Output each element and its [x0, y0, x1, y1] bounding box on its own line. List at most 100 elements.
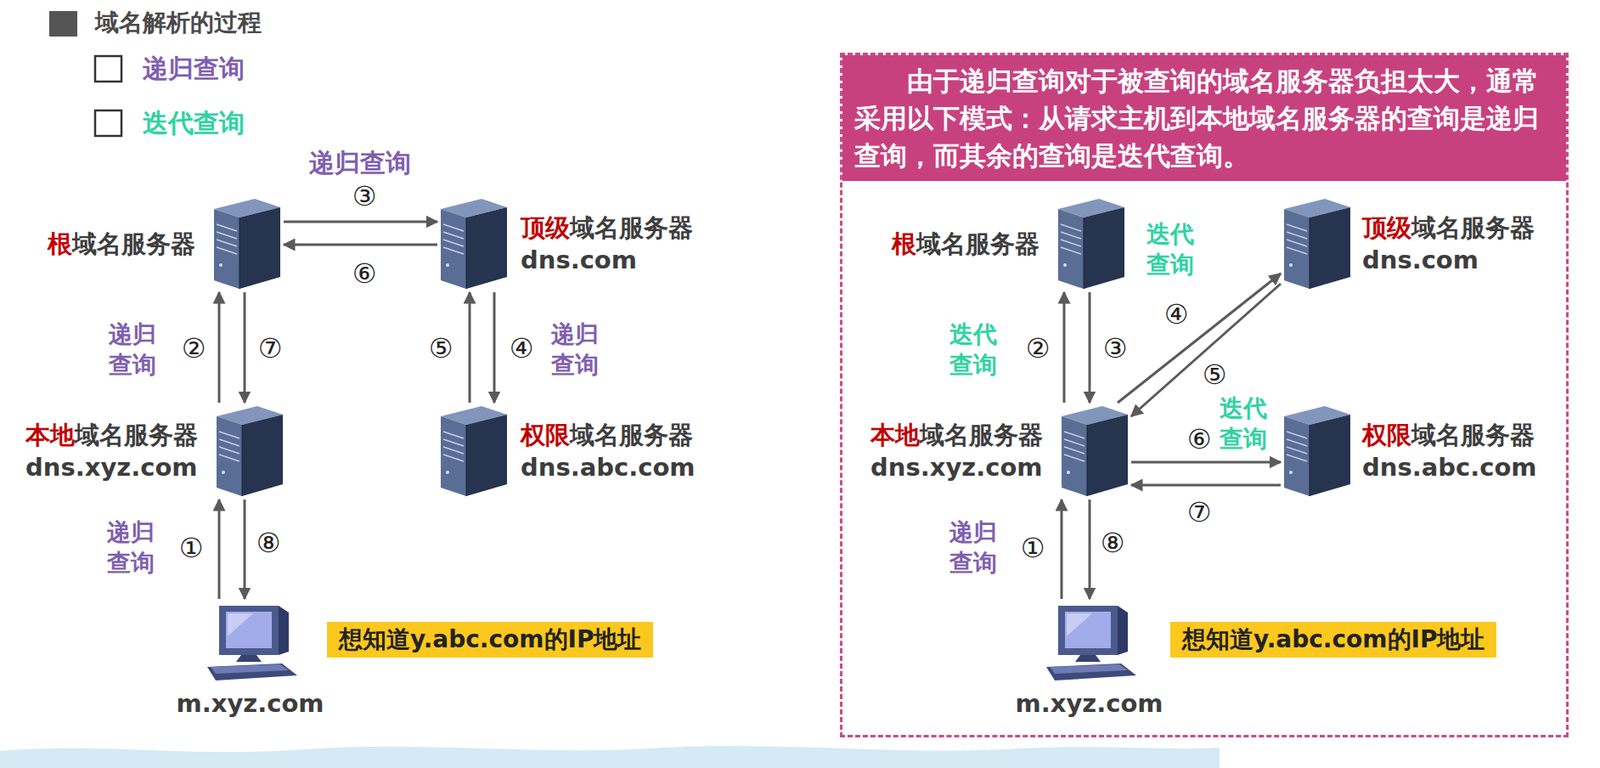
step-number: ③	[1103, 332, 1128, 364]
server-role: 根	[891, 229, 917, 259]
drive-bay	[1286, 446, 1308, 454]
server-name: dns.abc.com	[520, 452, 696, 482]
drive-bay	[216, 247, 237, 254]
query-arrow	[283, 220, 438, 224]
drive-bay	[1286, 247, 1308, 254]
server-face	[1058, 208, 1084, 289]
server-name: 域名服务器	[916, 229, 1040, 259]
drive-bay	[1286, 224, 1308, 231]
title-bullet	[49, 11, 78, 37]
query-type-label: 递归查询	[108, 319, 159, 381]
label-line: dns.xyz.com	[25, 450, 198, 484]
query-arrow	[1117, 273, 1281, 403]
label-line: 权限域名服务器	[520, 418, 696, 451]
drive-bay	[1286, 439, 1308, 446]
drive-bay	[1064, 446, 1085, 454]
server-name: dns.abc.com	[1362, 452, 1538, 482]
drive-bay	[1060, 247, 1082, 254]
step-number: ⑤	[428, 332, 454, 364]
step-number: ⑤	[1202, 359, 1228, 390]
server-led	[1063, 263, 1067, 267]
query-arrow	[1060, 499, 1064, 599]
server-node: 本地域名服务器dns.xyz.com	[870, 405, 1128, 496]
server-face	[1284, 416, 1310, 496]
server-label: 根域名服务器	[891, 227, 1040, 260]
note-box: 想知道y.abc.com的IP地址	[326, 621, 654, 658]
drive-bay	[443, 247, 464, 254]
drive-bay	[1060, 231, 1082, 239]
server-icon	[440, 405, 508, 496]
server-name: dns.xyz.com	[25, 452, 198, 482]
server-led	[445, 263, 450, 267]
computer-part	[1117, 605, 1128, 655]
server-role: 根	[47, 229, 73, 259]
query-type-label: 递归查询	[949, 517, 1000, 579]
server-icon	[1058, 198, 1125, 289]
drive-bay	[1286, 231, 1308, 239]
server-edge	[242, 424, 243, 496]
host-label: m.xyz.com	[176, 687, 325, 720]
label-line: dns.com	[1362, 243, 1535, 277]
computer-part	[236, 654, 262, 662]
server-name: 域名服务器	[72, 229, 196, 259]
drive-bay	[219, 439, 240, 446]
host-label: m.xyz.com	[1015, 687, 1164, 720]
server-node: 顶级域名服务器dns.com	[440, 198, 693, 289]
server-led	[221, 470, 226, 474]
server-face	[1284, 208, 1310, 289]
query-type-label: 迭代查询	[1146, 219, 1197, 281]
label-line: 根域名服务器	[47, 227, 196, 260]
server-name: 域名服务器	[1411, 420, 1535, 450]
drive-bay	[219, 454, 240, 462]
server-face	[440, 416, 467, 496]
step-number: ⑥	[1187, 423, 1212, 455]
server-role: 本地	[25, 420, 75, 450]
server-node: 权限域名服务器dns.abc.com	[1284, 405, 1538, 496]
computer-part	[219, 605, 279, 655]
step-number: ②	[1025, 332, 1051, 364]
step-number: ③	[352, 180, 378, 212]
computer-part	[1046, 663, 1137, 681]
computer-icon	[1042, 602, 1138, 682]
server-name: 域名服务器	[74, 420, 198, 450]
server-icon	[1284, 405, 1351, 496]
server-icon	[1284, 198, 1351, 289]
query-arrow	[1088, 292, 1092, 403]
server-face	[239, 207, 281, 289]
drive-bay	[216, 239, 237, 247]
panel-heading: 由于递归查询对于被查询的域名服务器负担太大，通常采用以下模式：从请求主机到本地域…	[842, 55, 1567, 181]
server-node: 根域名服务器	[891, 198, 1125, 289]
query-arrow	[493, 292, 496, 403]
step-number: ②	[181, 332, 207, 364]
query-arrow	[1088, 499, 1092, 599]
drive-bay	[1064, 454, 1085, 462]
drive-bay	[1060, 239, 1082, 247]
server-face	[1061, 416, 1088, 496]
drive-bay	[216, 231, 237, 239]
drive-bay	[1060, 224, 1082, 231]
host-node: m.xyz.com	[176, 602, 326, 720]
server-role: 顶级	[520, 213, 570, 243]
server-face	[1309, 414, 1351, 496]
query-arrow	[243, 292, 247, 403]
drive-bay	[1064, 431, 1085, 439]
server-led	[1289, 470, 1293, 474]
query-arrow	[1131, 484, 1281, 487]
drive-bay	[1064, 439, 1085, 446]
label-line: dns.abc.com	[1362, 450, 1538, 484]
computer-part	[1075, 654, 1101, 662]
step-number: ⑦	[1187, 496, 1212, 528]
label-line: dns.xyz.com	[870, 450, 1043, 484]
drive-bay	[443, 446, 464, 454]
label-line: 本地域名服务器	[25, 418, 198, 451]
server-face	[1083, 207, 1125, 289]
server-edge	[466, 424, 468, 496]
checkbox	[95, 110, 122, 136]
server-edge	[1087, 424, 1088, 496]
query-arrow	[283, 243, 438, 247]
server-edge	[1309, 424, 1311, 496]
drive-bay	[443, 431, 464, 439]
step-number: ⑥	[352, 258, 378, 289]
screen-glare	[227, 613, 254, 637]
step-number: ⑦	[258, 332, 283, 364]
